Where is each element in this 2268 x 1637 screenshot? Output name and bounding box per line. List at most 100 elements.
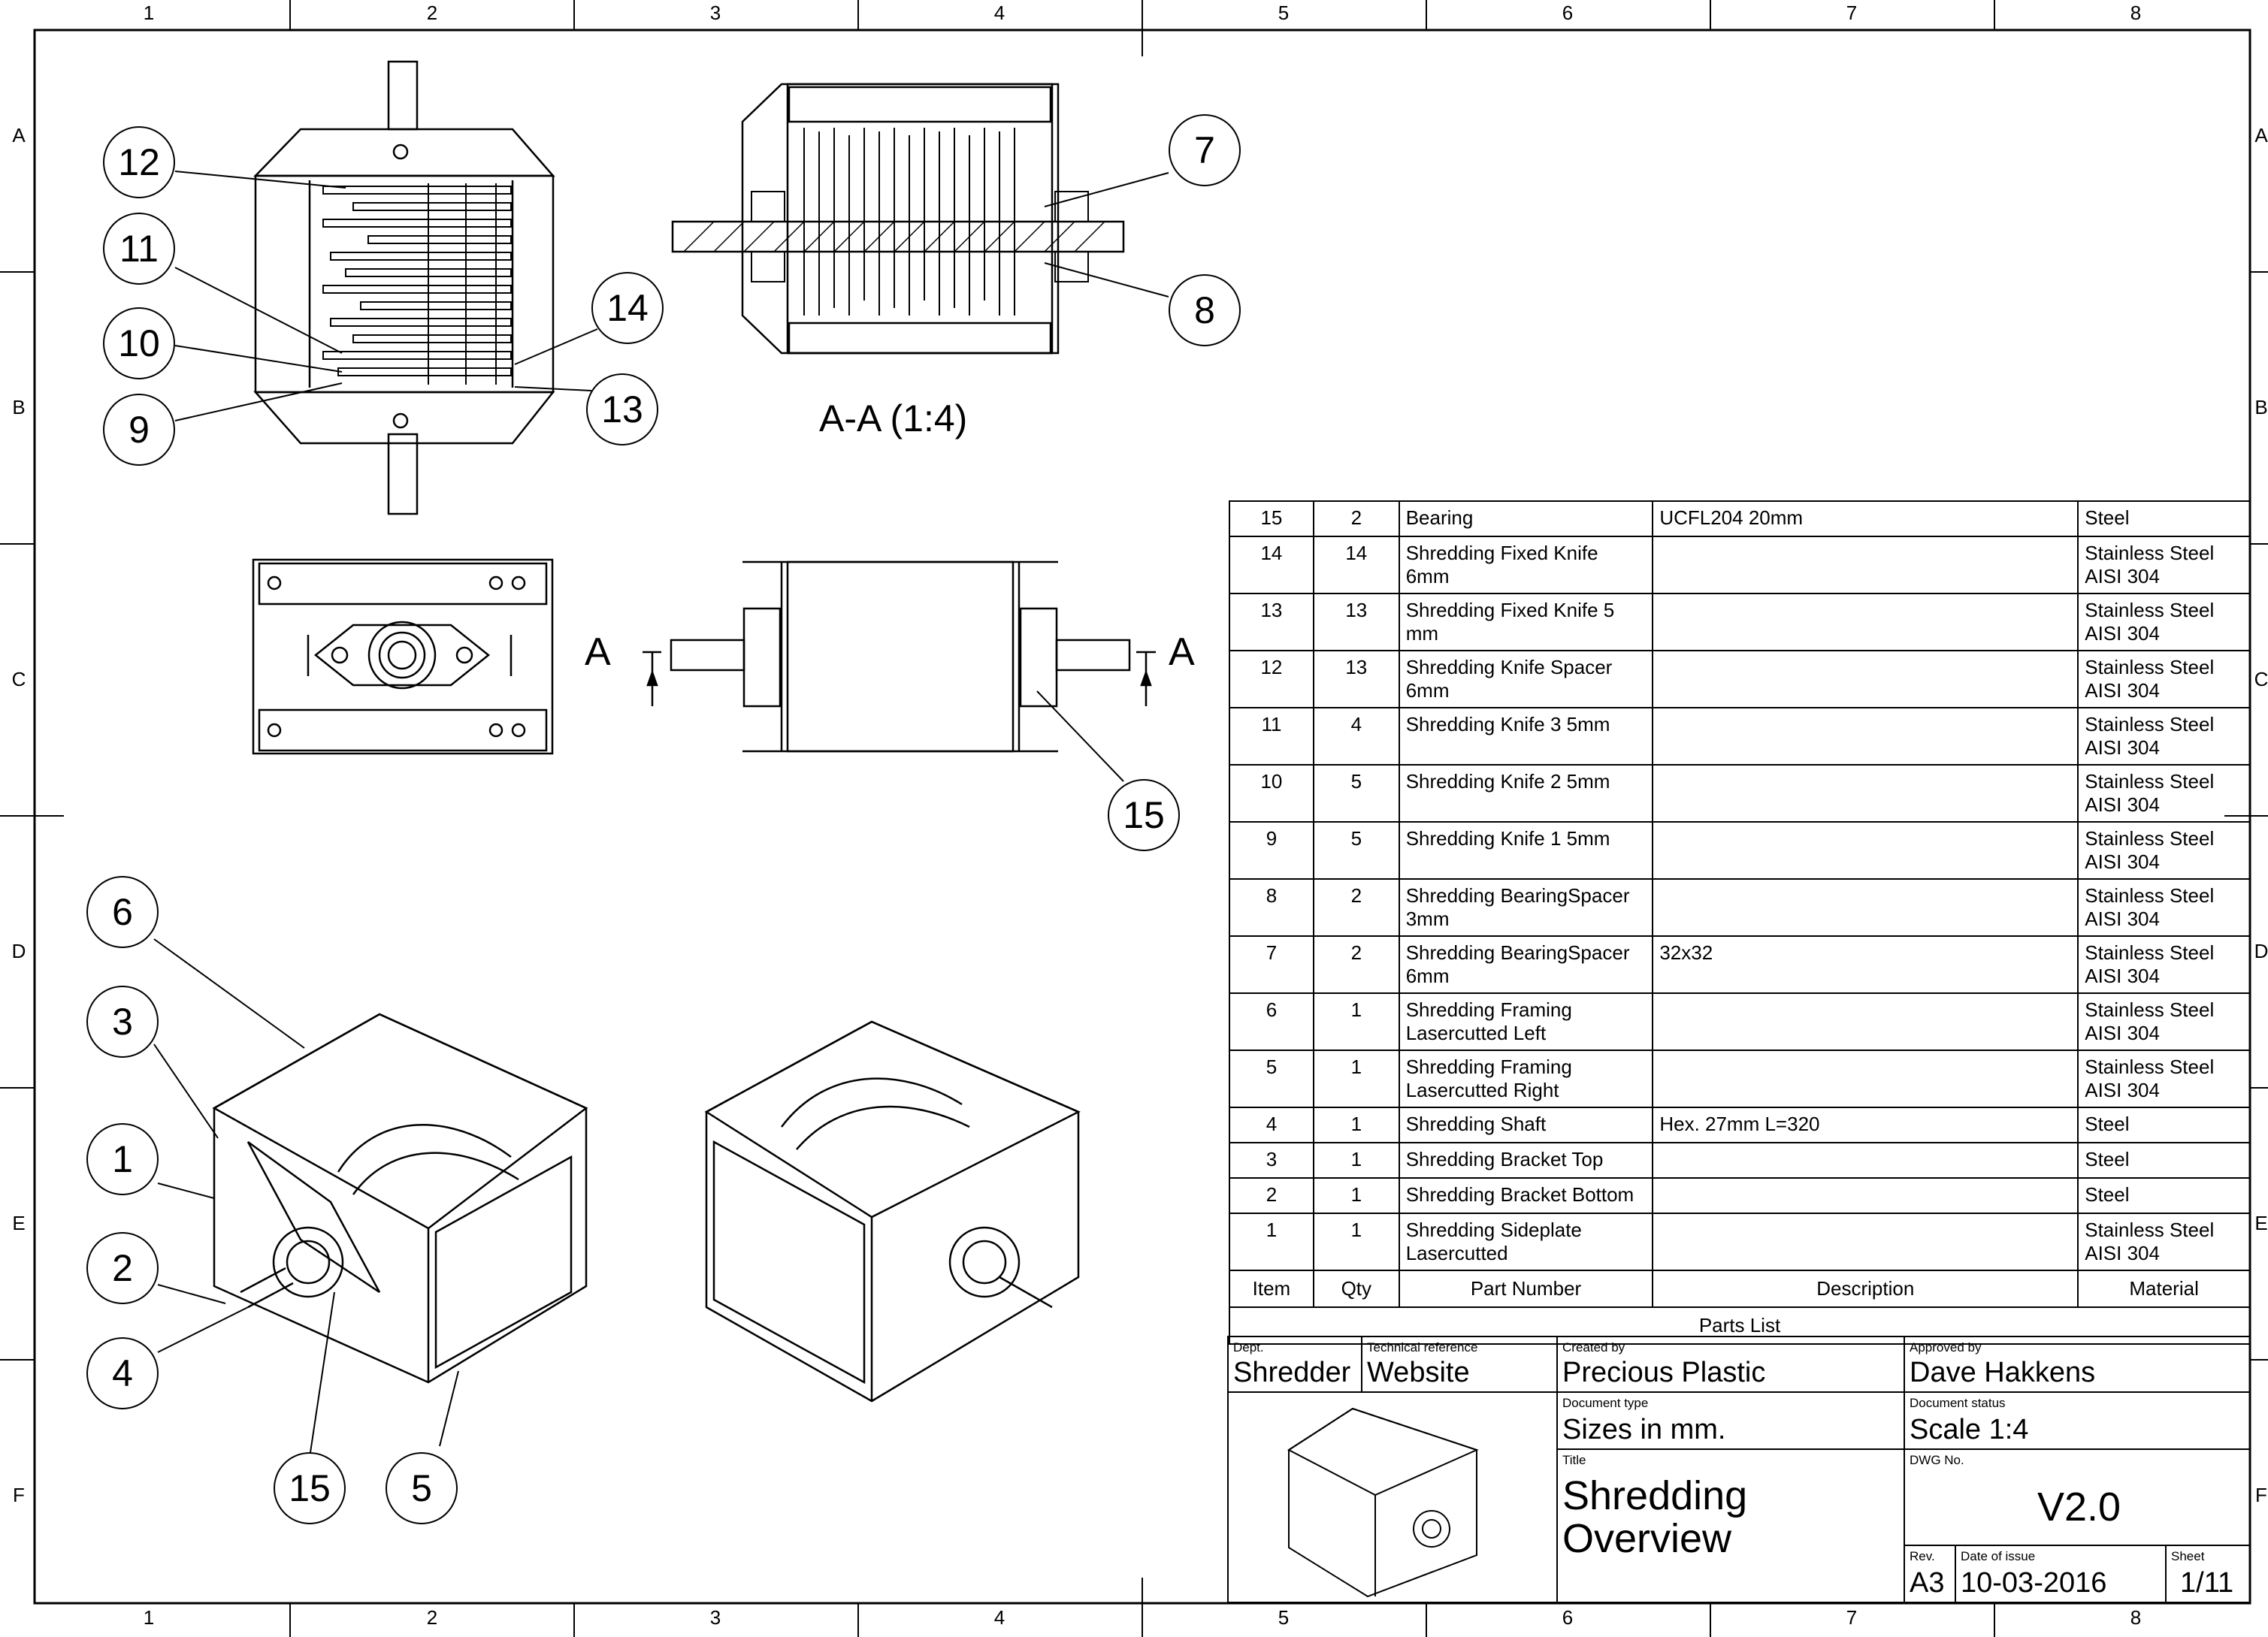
tb-status-label: Document status (1910, 1396, 2006, 1410)
part-number: Shredding Bracket Top (1398, 1142, 1654, 1179)
part-description (1652, 1177, 2079, 1214)
tb-date-value: 10-03-2016 (1961, 1567, 2107, 1599)
top-view (253, 60, 555, 515)
part-item: 5 (1229, 1050, 1314, 1108)
callout-9: 9 (103, 394, 175, 466)
zone-bottom-3: 3 (709, 1606, 721, 1629)
tb-dept-label: Dept. (1233, 1340, 1264, 1355)
tb-approved-value: Dave Hakkens (1910, 1357, 2096, 1388)
header-qty: Qty (1312, 1270, 1400, 1308)
tb-status-value: Scale 1:4 (1910, 1414, 2029, 1445)
part-material: Steel (2077, 1177, 2251, 1214)
tb-rev: Rev. A3 (1904, 1545, 1956, 1603)
zone-top-3: 3 (709, 2, 721, 24)
part-number: Shredding Fixed Knife 6mm (1398, 536, 1654, 594)
header-description: Description (1652, 1270, 2079, 1308)
part-description (1652, 764, 2079, 823)
part-item: 6 (1229, 992, 1314, 1051)
tb-created-value: Precious Plastic (1562, 1357, 1766, 1388)
part-qty: 1 (1312, 1142, 1400, 1179)
zone-left-e: E (12, 1212, 26, 1234)
tb-doctype-value: Sizes in mm. (1562, 1414, 1726, 1445)
part-material: Stainless Steel AISI 304 (2077, 764, 2251, 823)
isometric-view-right (704, 1020, 1081, 1403)
section-marker-left: A (585, 630, 611, 674)
part-item: 14 (1229, 536, 1314, 594)
tb-date: Date of issue 10-03-2016 (1955, 1545, 2167, 1603)
side-view (643, 560, 1156, 753)
callout-12: 12 (103, 126, 175, 198)
callout-15-iso: 15 (274, 1452, 346, 1524)
leader-lines (153, 171, 1169, 1458)
tb-dwg-label: DWG No. (1910, 1453, 1964, 1467)
part-material: Stainless Steel AISI 304 (2077, 821, 2251, 880)
tb-techref: Technical reference Website (1361, 1336, 1558, 1393)
tb-sheet-label: Sheet (2171, 1549, 2205, 1563)
part-item: 12 (1229, 650, 1314, 708)
part-number: Shredding Fixed Knife 5 mm (1398, 593, 1654, 651)
part-material: Stainless Steel AISI 304 (2077, 536, 2251, 594)
tb-techref-label: Technical reference (1367, 1340, 1478, 1355)
zone-top-5: 5 (1278, 2, 1290, 24)
part-description (1652, 821, 2079, 880)
part-material: Steel (2077, 1142, 2251, 1179)
part-qty: 5 (1312, 821, 1400, 880)
part-number: Shredding Sideplate Lasercutted (1398, 1213, 1654, 1271)
part-item: 8 (1229, 878, 1314, 937)
part-material: Stainless Steel AISI 304 (2077, 1050, 2251, 1108)
section-view-label: A-A (1:4) (819, 397, 968, 439)
part-qty: 13 (1312, 650, 1400, 708)
part-qty: 5 (1312, 764, 1400, 823)
zone-left-f: F (13, 1484, 25, 1506)
callout-15-side: 15 (1108, 779, 1180, 851)
tb-title-label: Title (1562, 1453, 1586, 1467)
callout-8: 8 (1169, 274, 1241, 346)
zone-bottom-8: 8 (2130, 1606, 2142, 1629)
callout-11: 11 (103, 213, 175, 285)
tb-dwg-value: V2.0 (2037, 1484, 2121, 1530)
callout-10: 10 (103, 307, 175, 379)
tb-sheet: Sheet 1/11 (2165, 1545, 2251, 1603)
tb-created-label: Created by (1562, 1340, 1625, 1355)
part-qty: 1 (1312, 1107, 1400, 1143)
callout-13: 13 (586, 373, 658, 445)
part-description (1652, 536, 2079, 594)
zone-right-f: F (2255, 1484, 2267, 1506)
part-material: Stainless Steel AISI 304 (2077, 878, 2251, 937)
callout-4: 4 (86, 1337, 159, 1409)
zone-top-8: 8 (2130, 2, 2142, 24)
part-description (1652, 1142, 2079, 1179)
part-number: Shredding Framing Lasercutted Right (1398, 1050, 1654, 1108)
part-qty: 2 (1312, 935, 1400, 994)
tb-dept-value: Shredder (1233, 1357, 1351, 1388)
part-item: 9 (1229, 821, 1314, 880)
tb-techref-value: Website (1367, 1357, 1470, 1388)
part-qty: 4 (1312, 707, 1400, 766)
tb-dwg: DWG No. V2.0 (1904, 1448, 2251, 1546)
part-qty: 13 (1312, 593, 1400, 651)
part-item: 4 (1229, 1107, 1314, 1143)
zone-right-d: D (2254, 940, 2268, 962)
header-material: Material (2077, 1270, 2251, 1308)
part-material: Stainless Steel AISI 304 (2077, 593, 2251, 651)
callout-7: 7 (1169, 114, 1241, 186)
zone-bottom-1: 1 (143, 1606, 155, 1629)
zone-bottom-7: 7 (1846, 1606, 1858, 1629)
part-qty: 2 (1312, 500, 1400, 537)
zone-left-b: B (12, 396, 26, 418)
part-item: 1 (1229, 1213, 1314, 1271)
part-qty: 1 (1312, 1177, 1400, 1214)
part-item: 3 (1229, 1142, 1314, 1179)
header-item: Item (1229, 1270, 1314, 1308)
zone-left-d: D (11, 940, 26, 962)
part-item: 11 (1229, 707, 1314, 766)
isometric-view-left (212, 1013, 588, 1384)
tb-status: Document status Scale 1:4 (1904, 1391, 2251, 1450)
